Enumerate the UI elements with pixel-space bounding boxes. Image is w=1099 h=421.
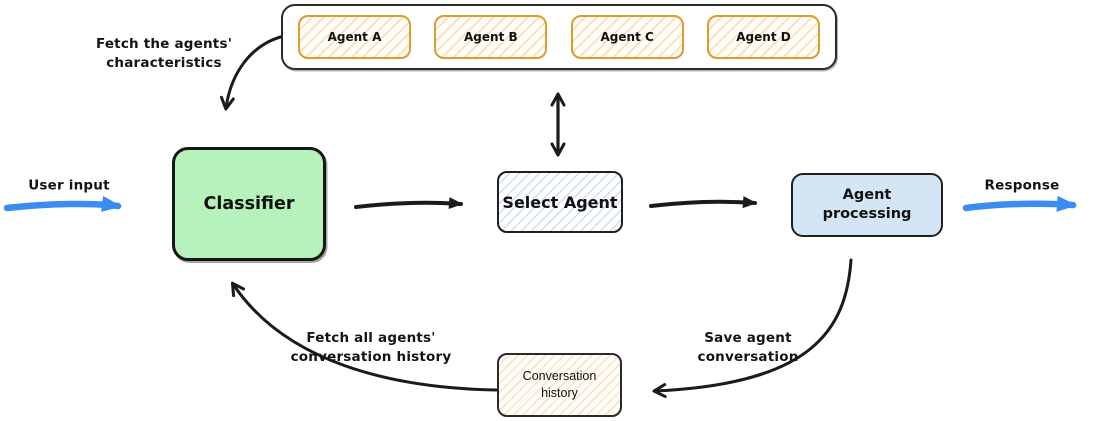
label-user-input: User input <box>28 177 109 196</box>
label-fetch-characteristics: Fetch the agents' characteristics <box>96 35 232 73</box>
label-fetch-history: Fetch all agents' conversation history <box>291 329 452 367</box>
fetch-history-line1: Fetch all agents' <box>306 330 436 347</box>
agents-panel: Agent A Agent B Agent C Agent D <box>281 4 837 70</box>
node-conversation-history: Conversation history <box>497 353 622 417</box>
agent-b-label: Agent B <box>464 30 518 44</box>
user-input-text: User input <box>28 177 110 194</box>
classifier-label: Classifier <box>203 194 295 214</box>
conversation-history-label-line2: history <box>541 386 578 400</box>
node-agent-processing: Agent processing <box>791 173 943 237</box>
fetch-characteristics-line1: Fetch the agents' <box>95 36 233 53</box>
response-arrow <box>962 195 1077 212</box>
node-agent-b: Agent B <box>434 15 548 59</box>
label-response: Response <box>985 177 1060 196</box>
select-to-processing-arrow <box>649 196 757 209</box>
fetch-history-line2: conversation history <box>290 349 452 365</box>
save-conversation-line1: Save agent <box>704 330 792 347</box>
agent-processing-label-line1: Agent <box>842 187 892 204</box>
conversation-history-label-line1: Conversation <box>522 369 597 384</box>
fetch-characteristics-arrow <box>219 34 286 111</box>
user-input-arrow <box>3 196 122 212</box>
classifier-to-select-arrow <box>354 197 463 210</box>
select-agent-label: Select Agent <box>502 192 618 212</box>
node-select-agent: Select Agent <box>497 171 623 233</box>
processing-to-history-arrow <box>652 258 853 399</box>
response-text: Response <box>984 177 1060 194</box>
node-agent-c: Agent C <box>570 15 684 59</box>
agent-processing-label-line2: processing <box>822 206 912 222</box>
agent-d-label: Agent D <box>736 30 791 44</box>
agent-a-label: Agent A <box>327 30 382 44</box>
node-classifier: Classifier <box>172 147 326 261</box>
history-to-classifier-arrow <box>230 281 498 392</box>
fetch-characteristics-line2: characteristics <box>106 55 222 71</box>
label-save-conversation: Save agent conversation <box>697 329 798 367</box>
node-agent-a: Agent A <box>298 15 411 59</box>
agent-c-label: Agent C <box>600 30 654 44</box>
node-agent-d: Agent D <box>706 15 820 59</box>
save-conversation-line2: conversation <box>697 349 799 365</box>
